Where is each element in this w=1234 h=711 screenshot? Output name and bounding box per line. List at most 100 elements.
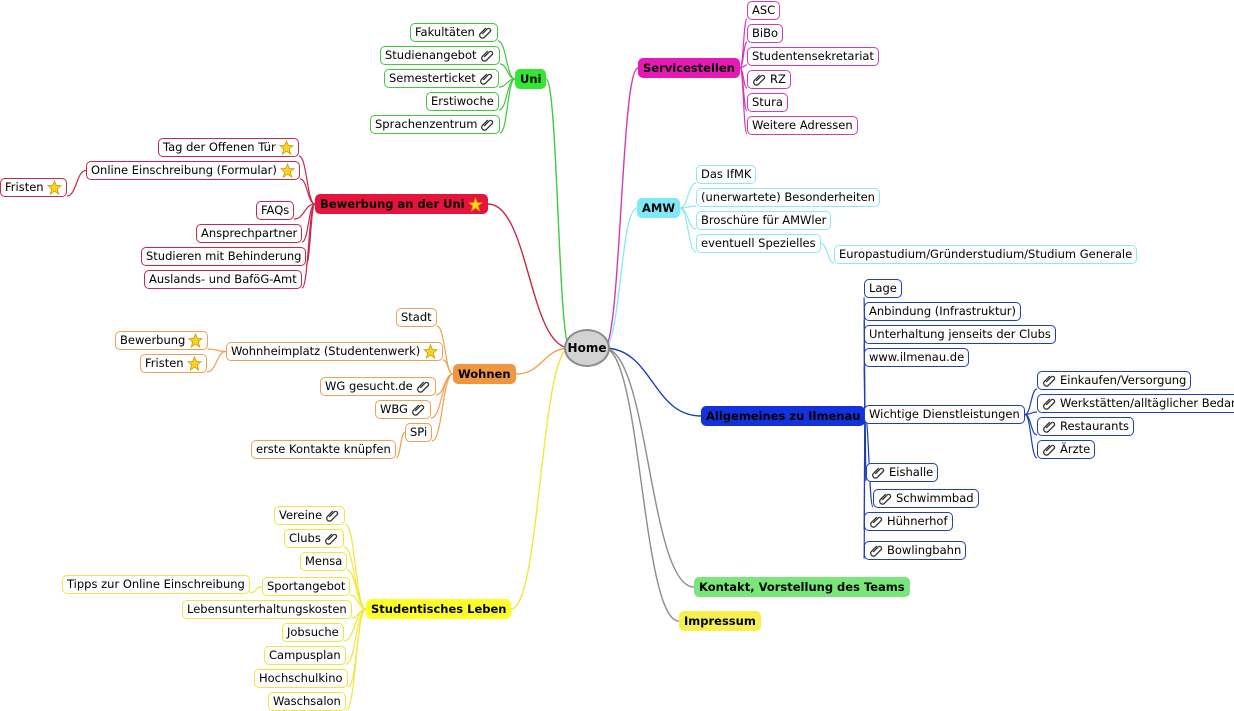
node-label: erste Kontakte knüpfen <box>256 442 391 456</box>
node-label: ASC <box>752 3 776 17</box>
ilmenau-bowlingbahn[interactable]: Bowlingbahn <box>864 541 967 560</box>
uni-fakultaeten[interactable]: Fakultäten <box>410 23 498 42</box>
dienst-einkaufen[interactable]: Einkaufen/Versorgung <box>1037 371 1192 390</box>
uni-semesterticket[interactable]: Semesterticket <box>384 69 499 88</box>
node-label: Weitere Adressen <box>752 118 853 132</box>
leben-sportangebot[interactable]: Sportangebot <box>262 577 351 596</box>
service-label: Servicestellen <box>643 61 735 75</box>
amw-broschuere[interactable]: Broschüre für AMWler <box>696 211 832 230</box>
service-node[interactable]: Servicestellen <box>638 58 740 78</box>
attachment-icon <box>478 25 493 40</box>
node-label: Werkstätten/alltäglicher Bedarf <box>1060 396 1234 410</box>
node-label: (unerwartete) Besonderheiten <box>701 190 875 204</box>
node-label: Das IfMK <box>701 167 752 181</box>
node-label: Broschüre für AMWler <box>701 213 827 227</box>
bewerbung-auslands-bafoeg-amt[interactable]: Auslands- und BaföG-Amt <box>144 270 302 289</box>
leben-clubs[interactable]: Clubs <box>284 529 344 548</box>
node-label: Erstiwoche <box>431 94 494 108</box>
service-stura[interactable]: Stura <box>747 93 788 112</box>
ilmenau-huehnerhof[interactable]: Hühnerhof <box>864 512 953 531</box>
connector-line <box>603 67 639 349</box>
bewerbung-online-einschreibung[interactable]: Online Einschreibung (Formular) <box>86 161 300 180</box>
bewerbung-faqs[interactable]: FAQs <box>256 201 295 220</box>
service-studentensekretariat[interactable]: Studentensekretariat <box>747 47 879 66</box>
uni-sprachenzentrum[interactable]: Sprachenzentrum <box>370 115 501 134</box>
connector-line <box>545 78 571 349</box>
ilmenau-schwimmbad[interactable]: Schwimmbad <box>873 489 979 508</box>
leben-campusplan[interactable]: Campusplan <box>264 646 346 665</box>
service-bibo[interactable]: BiBo <box>747 24 784 43</box>
attachment-icon <box>416 379 431 394</box>
attachment-icon <box>1042 373 1057 388</box>
leben-vereine[interactable]: Vereine <box>274 506 346 525</box>
bewerbung-node[interactable]: Bewerbung an der Uni <box>315 194 488 214</box>
wohnen-spi[interactable]: SPi <box>405 423 433 442</box>
node-label: Vereine <box>279 508 323 522</box>
wohnen-wg-gesucht[interactable]: WG gesucht.de <box>320 377 436 396</box>
attachment-icon <box>411 402 426 417</box>
connector-line <box>344 523 367 610</box>
kontakt-node[interactable]: Kontakt, Vorstellung des Teams <box>694 577 910 597</box>
dienst-restaurants[interactable]: Restaurants <box>1037 417 1134 436</box>
uni-node[interactable]: Uni <box>515 69 547 89</box>
node-label: eventuell Spezielles <box>701 236 816 250</box>
amw-eventuell-spezielles[interactable]: eventuell Spezielles <box>696 234 821 253</box>
amw-das-ifmk[interactable]: Das IfMK <box>696 165 757 184</box>
node-label: Fristen <box>5 180 44 194</box>
star-icon <box>46 179 62 195</box>
dienst-aerzte[interactable]: Ärzte <box>1037 440 1096 459</box>
uni-label: Uni <box>520 72 542 86</box>
connector-line <box>739 67 748 135</box>
leben-label: Studentisches Leben <box>371 602 507 616</box>
home-node[interactable]: Home <box>564 329 610 367</box>
wohnen-bewerbung[interactable]: Bewerbung <box>115 331 209 350</box>
connector-line <box>345 608 367 711</box>
ilmenau-node[interactable]: Allgemeines zu Ilmenau <box>701 406 866 426</box>
wohnen-wbg[interactable]: WBG <box>375 400 431 419</box>
amw-europastudium[interactable]: Europastudium/Gründerstudium/Studium Gen… <box>834 245 1138 264</box>
wohnen-fristen[interactable]: Fristen <box>140 354 207 373</box>
dienst-werkstaetten[interactable]: Werkstätten/alltäglicher Bedarf <box>1037 394 1234 413</box>
ilmenau-www[interactable]: www.ilmenau.de <box>864 348 970 367</box>
connector-line <box>299 178 316 205</box>
leben-waschsalon[interactable]: Waschsalon <box>268 692 346 711</box>
bewerbung-studieren-mit-behinderung[interactable]: Studieren mit Behinderung <box>141 247 307 266</box>
leben-jobsuche[interactable]: Jobsuche <box>282 623 344 642</box>
star-icon <box>279 162 295 178</box>
attachment-icon <box>1042 396 1057 411</box>
leben-lebensunterhaltungskosten[interactable]: Lebensunterhaltungskosten <box>182 600 352 619</box>
bewerbung-ansprechpartner[interactable]: Ansprechpartner <box>196 224 303 243</box>
attachment-icon <box>480 117 495 132</box>
wohnen-erste-kontakte[interactable]: erste Kontakte knüpfen <box>251 440 396 459</box>
ilmenau-anbindung[interactable]: Anbindung (Infrastruktur) <box>864 302 1021 321</box>
leben-mensa[interactable]: Mensa <box>300 552 348 571</box>
wohnen-stadt[interactable]: Stadt <box>396 308 437 327</box>
bewerbung-tag-der-offenen-tuer[interactable]: Tag der Offenen Tür <box>158 138 299 157</box>
leben-hochschulkino[interactable]: Hochschulkino <box>254 669 348 688</box>
connector-line <box>1024 388 1038 416</box>
bewerbung-fristen[interactable]: Fristen <box>0 178 67 197</box>
leben-tipps-online-einschreibung[interactable]: Tipps zur Online Einschreibung <box>62 575 250 594</box>
service-asc[interactable]: ASC <box>747 1 781 20</box>
wohnen-wohnheimplatz[interactable]: Wohnheimplatz (Studentenwerk) <box>226 342 444 361</box>
ilmenau-lage[interactable]: Lage <box>864 279 902 298</box>
wohnen-node[interactable]: Wohnen <box>453 364 516 384</box>
service-weitere-adressen[interactable]: Weitere Adressen <box>747 116 858 135</box>
connector-line <box>66 169 87 197</box>
uni-studienangebot[interactable]: Studienangebot <box>380 46 500 65</box>
ilmenau-eishalle[interactable]: Eishalle <box>866 463 939 482</box>
amw-node[interactable]: AMW <box>637 198 681 218</box>
node-label: www.ilmenau.de <box>869 350 965 364</box>
node-label: Bewerbung <box>120 333 186 347</box>
service-rz[interactable]: RZ <box>747 70 791 89</box>
impressum-node[interactable]: Impressum <box>679 611 761 631</box>
node-label: Semesterticket <box>389 71 476 85</box>
ilmenau-wichtige-dienstleistungen[interactable]: Wichtige Dienstleistungen <box>864 405 1025 424</box>
ilmenau-unterhaltung[interactable]: Unterhaltung jenseits der Clubs <box>864 325 1056 344</box>
amw-besonderheiten[interactable]: (unerwartete) Besonderheiten <box>696 188 880 207</box>
ilmenau-label: Allgemeines zu Ilmenau <box>706 409 861 423</box>
uni-erstiwoche[interactable]: Erstiwoche <box>426 92 499 111</box>
attachment-icon <box>325 508 340 523</box>
connector-line <box>679 207 697 253</box>
leben-node[interactable]: Studentisches Leben <box>366 599 512 619</box>
